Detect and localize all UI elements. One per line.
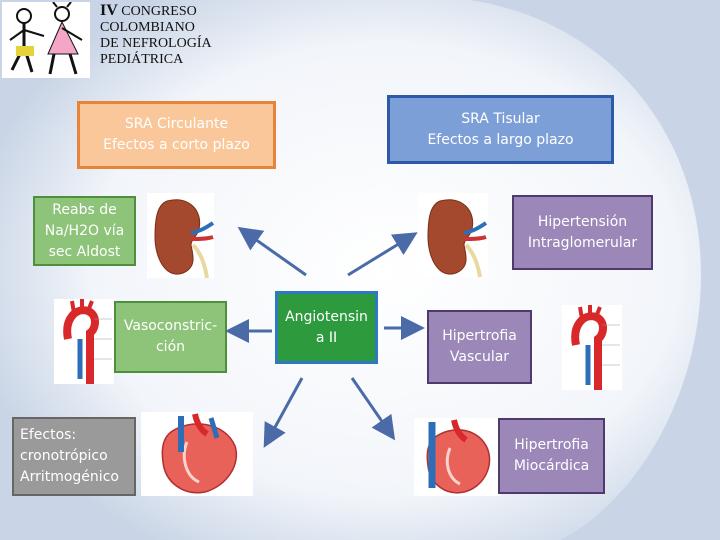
hipertrofia-vascular-box: Hipertrofia Vascular [427,310,532,384]
congress-logo [2,2,90,78]
sra-tisular-box: SRA Tisular Efectos a largo plazo [387,95,614,164]
vasoconstriccion-box: Vasoconstric- ción [114,301,227,373]
title-line3: DE NEFROLOGÍA [100,36,212,51]
aorta-left-image [54,299,114,384]
title-line1: CONGRESO [121,4,197,19]
reabs-box: Reabs de Na/H2O vía sec Aldost [33,196,136,266]
title-roman: IV [100,2,118,19]
kidney-left-image [147,193,215,279]
hipertrofia-miocardica-box: Hipertrofia Miocárdica [498,418,605,494]
congress-title: IV CONGRESO COLOMBIANO DE NEFROLOGÍA PED… [100,3,300,68]
kidney-right-image [418,193,488,278]
heart-left-image [141,412,253,496]
angiotensin-ii-box: Angiotensin a II [275,291,378,364]
title-line4: PEDIÁTRICA [100,52,184,67]
heart-right-image [414,418,500,496]
hipertension-intraglomerular-box: Hipertensión Intraglomerular [512,195,653,270]
title-line2: COLOMBIANO [100,20,195,35]
aorta-right-image [562,305,622,390]
efectos-box: Efectos: cronotrópico Arritmogénico [12,417,136,496]
sra-circulante-box: SRA Circulante Efectos a corto plazo [77,101,276,169]
